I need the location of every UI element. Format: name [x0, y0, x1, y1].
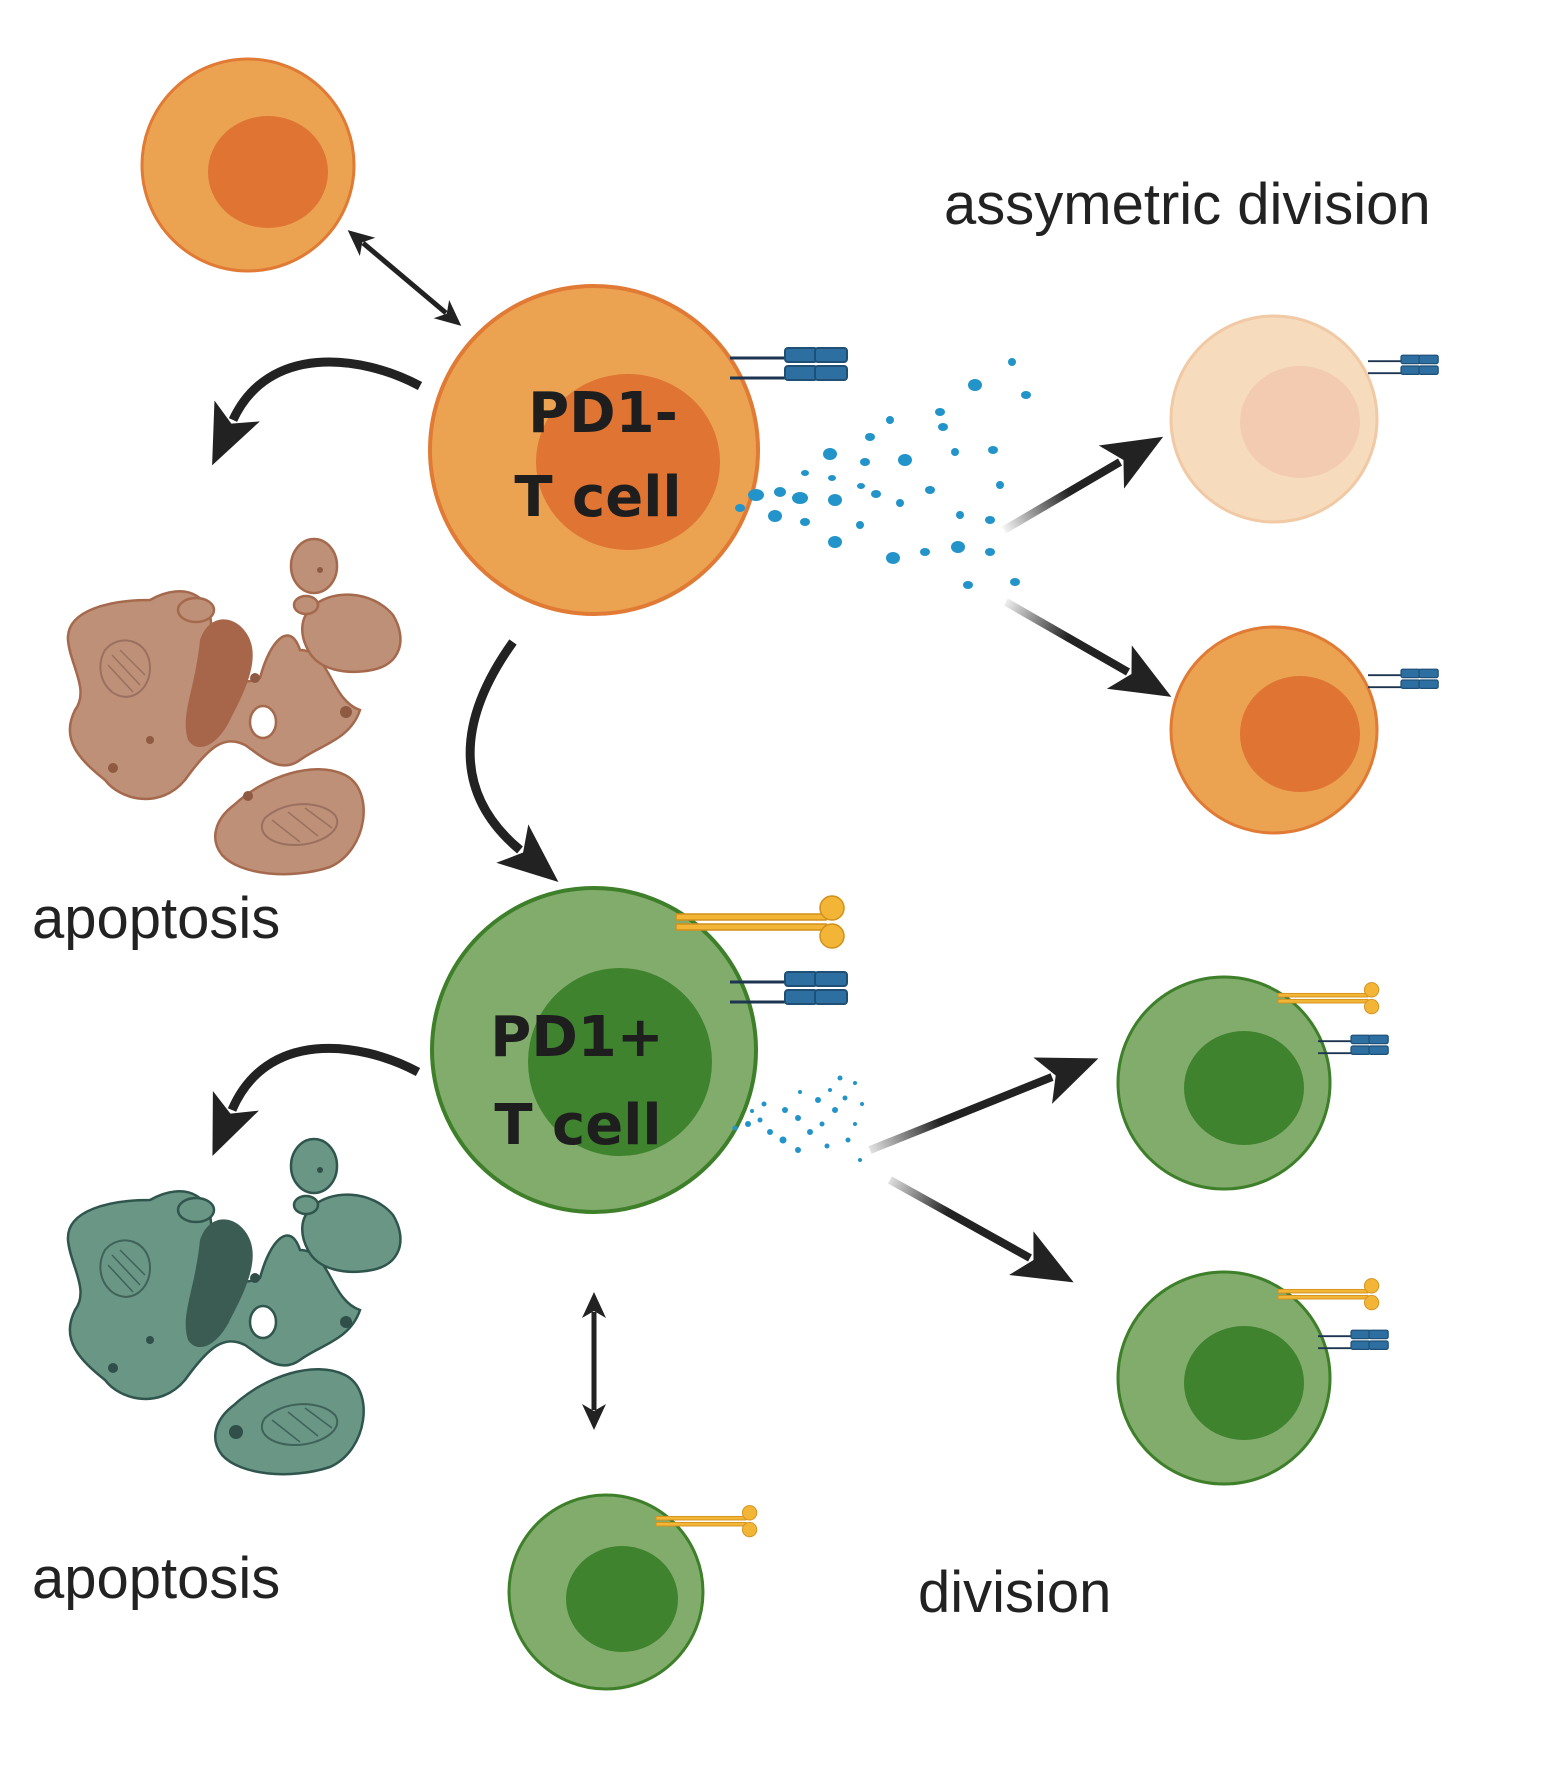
- pd1-negative-label-line1: PD1-: [528, 381, 678, 446]
- apoptosis-label-top: apoptosis: [32, 886, 280, 951]
- arrow-top-exchange: [347, 230, 462, 326]
- arrow-pd1neg-apoptosis: [212, 357, 423, 466]
- arrow-asym-top: [1001, 436, 1164, 534]
- tcr-receptor-icon: [1367, 354, 1440, 376]
- cell-orange-topleft: [140, 57, 356, 273]
- cell-orange-asym: [1169, 625, 1440, 835]
- arrow-div-top: [868, 1057, 1099, 1154]
- pd1-positive-label-line2: T cell: [494, 1093, 661, 1158]
- cell-pd1-negative: PD1- T cell: [428, 284, 849, 616]
- cell-pd1-positive: PD1+ T cell: [430, 886, 849, 1214]
- assymetric-division-label: assymetric division: [944, 172, 1431, 237]
- apoptosis-label-bottom: apoptosis: [32, 1546, 280, 1611]
- apoptotic-cell-icon: [66, 537, 402, 876]
- cytokine-dots-icon: [735, 358, 1031, 589]
- arrows: [212, 230, 1172, 1430]
- arrow-pd1neg-to-pd1pos: [465, 639, 559, 883]
- cell-green-bottom: [507, 1493, 758, 1691]
- arrow-div-bottom: [888, 1176, 1074, 1283]
- pd1-positive-label-line1: PD1+: [490, 1005, 663, 1070]
- cell-green-div-top: [1116, 975, 1390, 1191]
- cell-pale-asym: [1169, 314, 1440, 524]
- pd1-negative-label-line2: T cell: [514, 465, 681, 530]
- tcr-receptor-icon: [1317, 1034, 1390, 1056]
- tcr-receptor-icon: [1317, 1329, 1390, 1351]
- cell-green-div-bottom: [1116, 1270, 1390, 1486]
- cytokine-dots-icon: [732, 1075, 864, 1162]
- arrow-pd1pos-apoptosis: [212, 1043, 421, 1156]
- tcr-receptor-icon: [1367, 668, 1440, 690]
- arrow-asym-bottom: [1004, 598, 1172, 697]
- apoptotic-cell-icon: [66, 1137, 402, 1476]
- tcr-receptor-icon: [728, 346, 849, 382]
- division-label: division: [918, 1560, 1111, 1625]
